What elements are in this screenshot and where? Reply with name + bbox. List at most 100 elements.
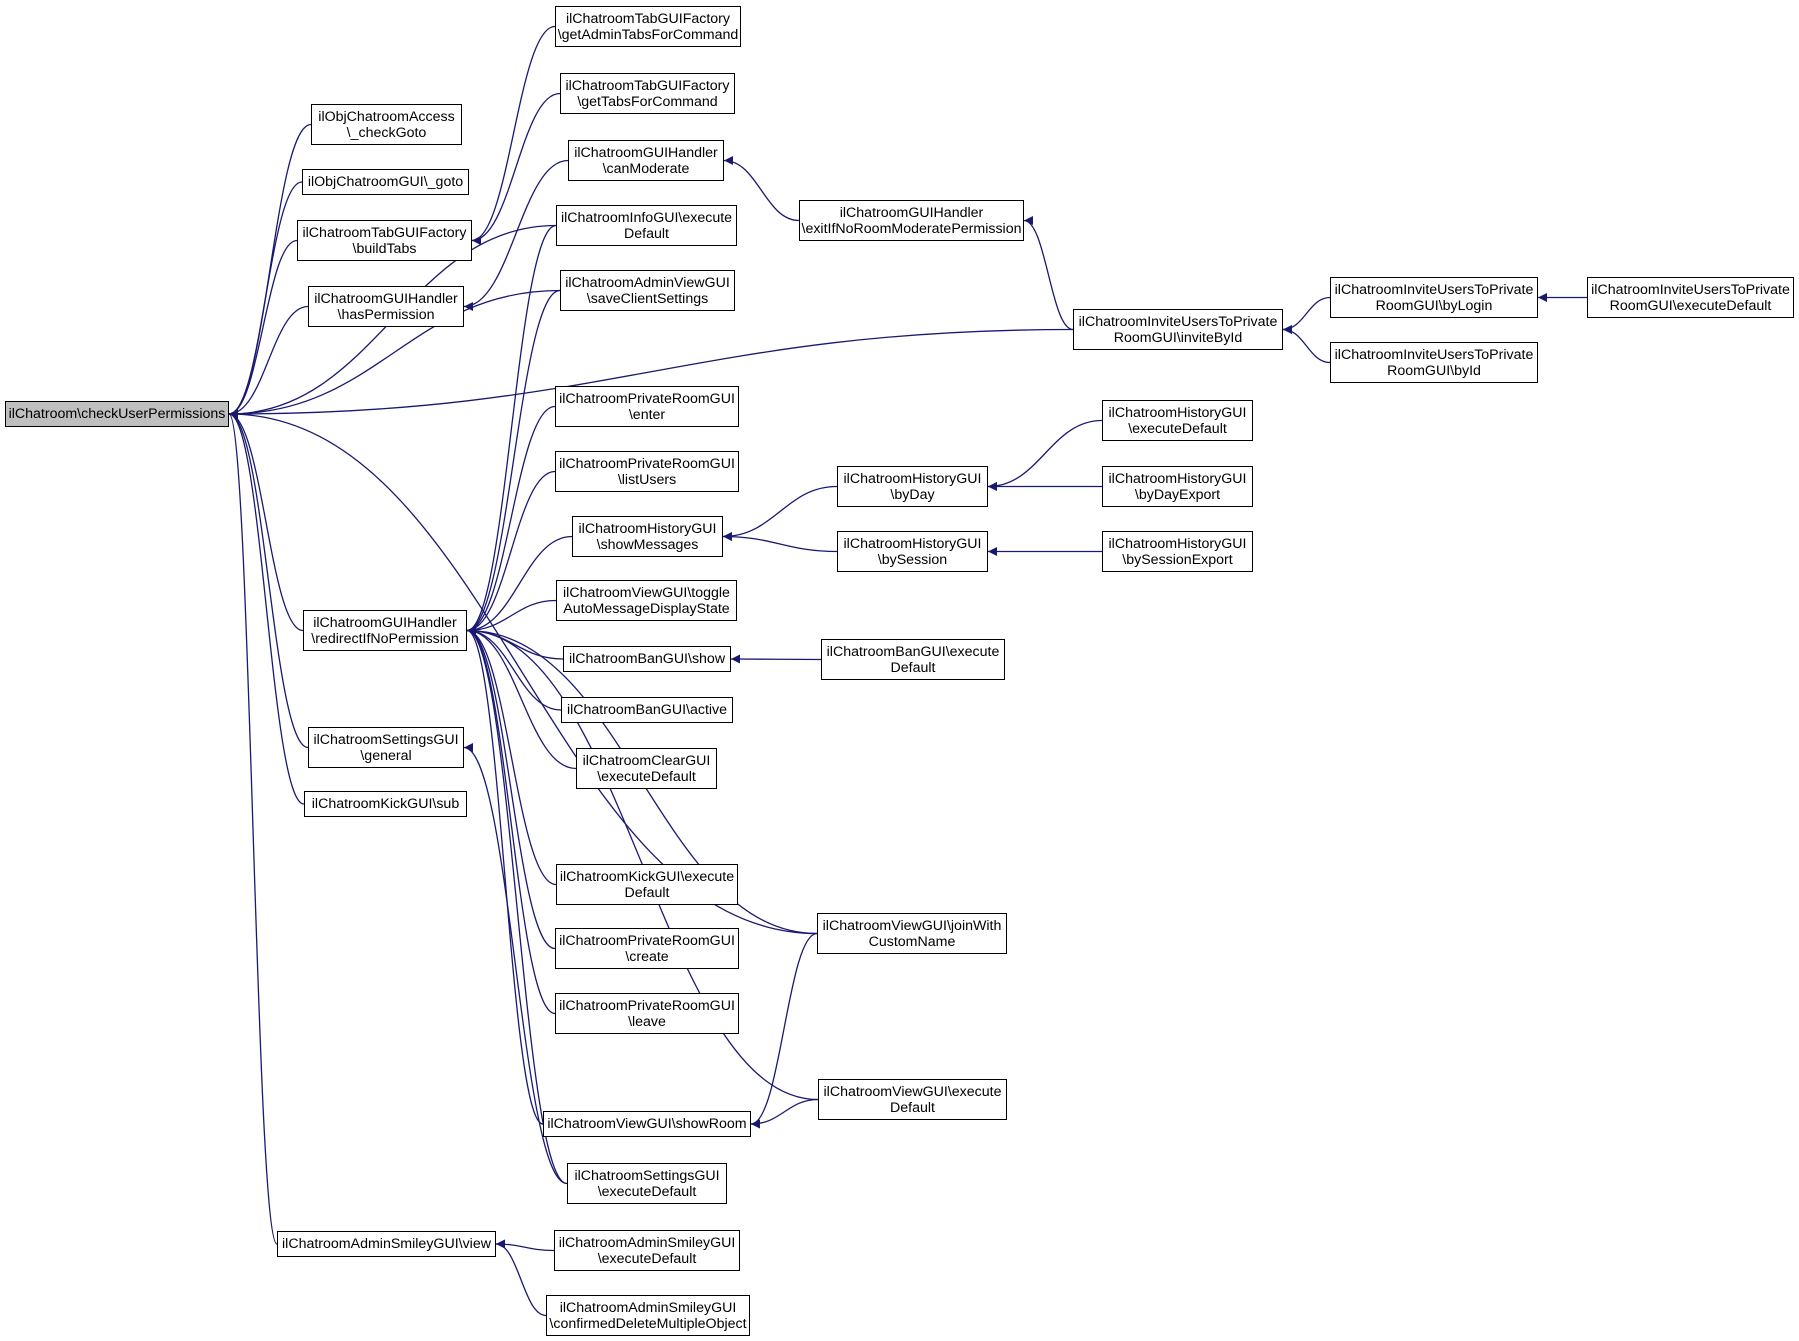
node-label: \listUsers [617,471,677,488]
node-settingsGeneral[interactable]: ilChatroomSettingsGUI\general [308,727,464,768]
node-clearExec[interactable]: ilChatroomClearGUI\executeDefault [576,748,717,789]
edge-inviteByLogin-to-inviteById [1282,296,1331,334]
node-label: ilChatroomBanGUI\active [566,702,728,718]
node-label: ilChatroomBanGUI\show [568,651,726,667]
node-smileyDel[interactable]: ilChatroomAdminSmileyGUI\confirmedDelete… [546,1295,750,1336]
node-label: ilChatroomInviteUsersToPrivate [1078,313,1278,330]
node-histBySession[interactable]: ilChatroomHistoryGUI\bySession [837,531,988,572]
edge-smileyView-to-root [228,409,278,1245]
node-label: ilChatroomHistoryGUI [1108,404,1247,421]
node-label: \executeDefault [1128,420,1227,437]
node-redirect[interactable]: ilChatroomGUIHandler\redirectIfNoPermiss… [303,610,467,651]
node-label: \exitIfNoRoomModeratePermission [801,220,1022,237]
node-label: ilChatroomInviteUsersToPrivate [1591,281,1790,298]
node-banShow[interactable]: ilChatroomBanGUI\show [563,646,731,672]
node-adminTabs[interactable]: ilChatroomTabGUIFactory\getAdminTabsForC… [555,6,741,47]
node-label: Default [624,225,669,242]
edge-getTabs-to-buildTabs [471,92,561,245]
node-label: CustomName [868,933,956,950]
node-canModerate[interactable]: ilChatroomGUIHandler\canModerate [568,140,724,181]
node-buildTabs[interactable]: ilChatroomTabGUIFactory\buildTabs [297,220,472,261]
node-label: ilChatroomHistoryGUI [1108,535,1247,552]
node-label: \saveClientSettings [586,290,709,307]
edge-adminTabs-to-buildTabs [471,25,556,245]
node-histShow[interactable]: ilChatroomHistoryGUI\showMessages [572,516,723,557]
node-label: ilChatroomHistoryGUI [578,520,717,537]
node-smileyExec[interactable]: ilChatroomAdminSmileyGUI\executeDefault [554,1230,740,1271]
edge-histExecDef-to-histByDay [987,419,1103,491]
node-label: \bySessionExport [1122,551,1233,568]
node-histByDayExp[interactable]: ilChatroomHistoryGUI\byDayExport [1102,466,1253,507]
node-label: ilChatroomViewGUI\joinWith [822,917,1002,934]
node-objGoto[interactable]: ilObjChatroomGUI\_goto [302,169,469,195]
node-label: ilChatroomHistoryGUI [843,470,982,487]
node-saveClient[interactable]: ilChatroomAdminViewGUI\saveClientSetting… [560,270,735,311]
node-label: ilChatroomClearGUI [582,752,711,769]
node-exitIfNo[interactable]: ilChatroomGUIHandler\exitIfNoRoomModerat… [799,200,1024,241]
node-label: \getAdminTabsForCommand [557,26,739,43]
node-label: ilChatroomTabGUIFactory [302,224,467,241]
node-label: \getTabsForCommand [577,93,718,110]
node-settingsExec[interactable]: ilChatroomSettingsGUI\executeDefault [567,1163,727,1204]
node-label: ilChatroomSettingsGUI [574,1167,720,1184]
node-label: \executeDefault [597,1183,697,1200]
edge-privCreate-to-redirect [466,626,556,950]
edge-settingsExec-to-redirect [466,626,568,1185]
node-objAccess[interactable]: ilObjChatroomAccess\_checkGoto [311,104,462,145]
node-label: RoomGUI\inviteById [1113,329,1243,346]
edge-inviteById2-to-inviteById [1282,325,1331,364]
edge-smileyDel-to-smileyView [495,1239,547,1317]
node-label: ilChatroomInviteUsersToPrivate [1334,281,1534,298]
node-label: \redirectIfNoPermission [311,630,459,647]
edge-clearExec-to-redirect [466,626,577,770]
node-kickSub[interactable]: ilChatroomKickGUI\sub [304,791,467,817]
node-label: \hasPermission [337,306,435,323]
node-showRoom[interactable]: ilChatroomViewGUI\showRoom [543,1111,751,1137]
node-privList[interactable]: ilChatroomPrivateRoomGUI\listUsers [555,451,739,492]
node-privEnter[interactable]: ilChatroomPrivateRoomGUI\enter [555,386,739,427]
node-label: ilChatroomGUIHandler [313,614,457,631]
edge-saveClient-to-redirect [466,289,561,635]
node-label: ilChatroomGUIHandler [574,144,718,161]
node-privLeave[interactable]: ilChatroomPrivateRoomGUI\leave [555,993,739,1034]
node-label: \showMessages [596,536,699,553]
node-label: ilChatroomInfoGUI\execute [560,209,733,226]
node-label: \executeDefault [597,1250,697,1267]
edge-settingsExec-to-settingsGeneral [463,743,568,1185]
node-label: ilChatroomAdminSmileyGUI [559,1299,737,1316]
node-label: \confirmedDeleteMultipleObject [549,1315,747,1332]
node-label: ilChatroomInviteUsersToPrivate [1334,346,1534,363]
edge-privLeave-to-redirect [466,626,556,1015]
edge-privList-to-redirect [466,470,556,635]
node-label: RoomGUI\executeDefault [1609,297,1772,314]
node-privCreate[interactable]: ilChatroomPrivateRoomGUI\create [555,928,739,969]
edge-objGoto-to-root [228,181,303,419]
node-hasPerm[interactable]: ilChatroomGUIHandler\hasPermission [308,286,464,327]
node-root[interactable]: ilChatroom\checkUserPermissions [5,401,229,427]
node-label: Default [890,1099,935,1116]
edge-settingsGeneral-to-root [228,409,309,749]
edge-kickExec-to-redirect [466,626,557,886]
node-label: ilChatroomViewGUI\execute [823,1083,1002,1100]
node-label: ilChatroomPrivateRoomGUI [559,390,735,407]
node-smileyView[interactable]: ilChatroomAdminSmileyGUI\view [277,1231,496,1257]
edge-saveClient-to-root [228,289,561,419]
node-histByDay[interactable]: ilChatroomHistoryGUI\byDay [837,466,988,507]
node-label: ilChatroomHistoryGUI [1108,470,1247,487]
node-histBySessExp[interactable]: ilChatroomHistoryGUI\bySessionExport [1102,531,1253,572]
node-histExecDef[interactable]: ilChatroomHistoryGUI\executeDefault [1102,400,1253,441]
node-banActive[interactable]: ilChatroomBanGUI\active [561,697,733,723]
node-getTabs[interactable]: ilChatroomTabGUIFactory\getTabsForComman… [560,73,735,114]
node-label: RoomGUI\byId [1387,362,1481,379]
node-label: ilChatroomAdminViewGUI [565,274,730,291]
